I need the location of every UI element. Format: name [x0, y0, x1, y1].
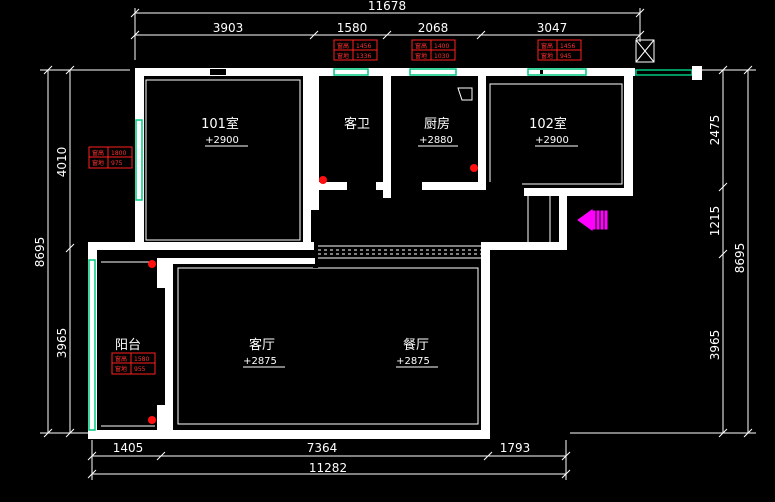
room-guest-bath: 客卫: [344, 116, 370, 132]
kitchen-appliance-icon: [457, 87, 473, 101]
windows: [88, 68, 693, 431]
window-tag-3: 窗高 1456 窗地 945: [537, 39, 582, 61]
dim-right-seg-3: 3965: [708, 330, 722, 361]
window-tag-2-s-value: 1030: [434, 53, 449, 60]
dim-left-seg-1: 4010: [55, 147, 69, 178]
window-tag-5-s-value: 955: [134, 366, 146, 373]
dim-bottom-total: 11282: [309, 461, 347, 475]
room-102-elevation: +2900: [535, 135, 569, 146]
dim-top-seg-1: 3903: [213, 21, 244, 35]
window-tag-2-h-label: 窗高: [415, 42, 427, 50]
window-tag-4-h-label: 窗高: [92, 149, 104, 157]
dim-bottom-seg-2: 7364: [307, 441, 338, 455]
dim-top-seg-2: 1580: [337, 21, 368, 35]
window-tag-1-h-label: 窗高: [337, 42, 349, 50]
room-dining-name: 餐厅: [403, 337, 429, 353]
window-tag-3-s-value: 945: [560, 53, 572, 60]
window-tag-3-s-label: 窗地: [541, 52, 553, 60]
window-tag-1-s-value: 1336: [356, 53, 371, 60]
wall-markers: [210, 69, 543, 268]
room-dining-elevation: +2875: [396, 356, 430, 367]
stair-shaft-icon: [635, 39, 655, 63]
dim-right-total: 8695: [733, 243, 747, 274]
dim-right-seg-1: 2475: [708, 115, 722, 146]
window-tag-5-h-label: 窗高: [115, 355, 127, 363]
room-guest-bath-name: 客卫: [344, 116, 370, 132]
dim-bottom-seg-1: 1405: [113, 441, 144, 455]
room-balcony: 阳台: [115, 338, 141, 353]
dim-bottom-seg-3: 1793: [500, 441, 531, 455]
window-tag-5: 窗高 1580 窗地 955: [111, 352, 156, 375]
window-tag-4-s-label: 窗地: [92, 159, 104, 167]
dim-top-seg-4: 3047: [537, 21, 568, 35]
dim-left-seg-2: 3965: [55, 328, 69, 359]
window-tag-1-s-label: 窗地: [337, 52, 349, 60]
entrance-arrow-icon: [577, 209, 608, 231]
window-tag-4-h-value: 1800: [111, 150, 126, 157]
dimension-lines: [40, 8, 756, 480]
room-101-name: 101室: [201, 116, 239, 132]
dim-left-total: 8695: [33, 237, 47, 268]
dim-top-seg-3: 2068: [418, 21, 449, 35]
window-tag-4-s-value: 975: [111, 160, 123, 167]
window-tag-5-s-label: 窗地: [115, 365, 127, 373]
red-markers: [148, 164, 478, 424]
room-kitchen-elevation: +2880: [419, 135, 453, 146]
room-living: 客厅 +2875: [243, 337, 285, 368]
room-kitchen-name: 厨房: [424, 116, 450, 132]
wall-faces: [101, 79, 623, 427]
window-tag-2-s-label: 窗地: [415, 52, 427, 60]
room-living-elevation: +2875: [243, 356, 277, 367]
window-tag-3-h-value: 1456: [560, 43, 575, 50]
wall-end-stub: [692, 66, 702, 80]
dim-top-total: 11678: [368, 0, 406, 13]
window-tag-1: 窗高 1456 窗地 1336: [333, 39, 378, 61]
room-dining: 餐厅 +2875: [396, 337, 438, 368]
window-tag-2: 窗高 1400 窗地 1030: [411, 39, 456, 61]
room-101-elevation: +2900: [205, 135, 239, 146]
dashed-opening: [318, 249, 481, 255]
window-tag-5-h-value: 1580: [134, 356, 149, 363]
walls: [88, 68, 635, 439]
window-tag-1-h-value: 1456: [356, 43, 371, 50]
room-balcony-name: 阳台: [115, 338, 141, 353]
window-tag-3-h-label: 窗高: [541, 42, 553, 50]
room-102: 102室 +2900: [529, 116, 578, 147]
window-tag-4: 窗高 1800 窗地 975: [88, 146, 133, 169]
room-living-name: 客厅: [249, 337, 275, 353]
room-101: 101室 +2900: [201, 116, 248, 147]
room-102-name: 102室: [529, 116, 567, 132]
window-tag-2-h-value: 1400: [434, 43, 449, 50]
dim-right-seg-2: 1215: [708, 206, 722, 237]
room-kitchen: 厨房 +2880: [418, 116, 458, 147]
